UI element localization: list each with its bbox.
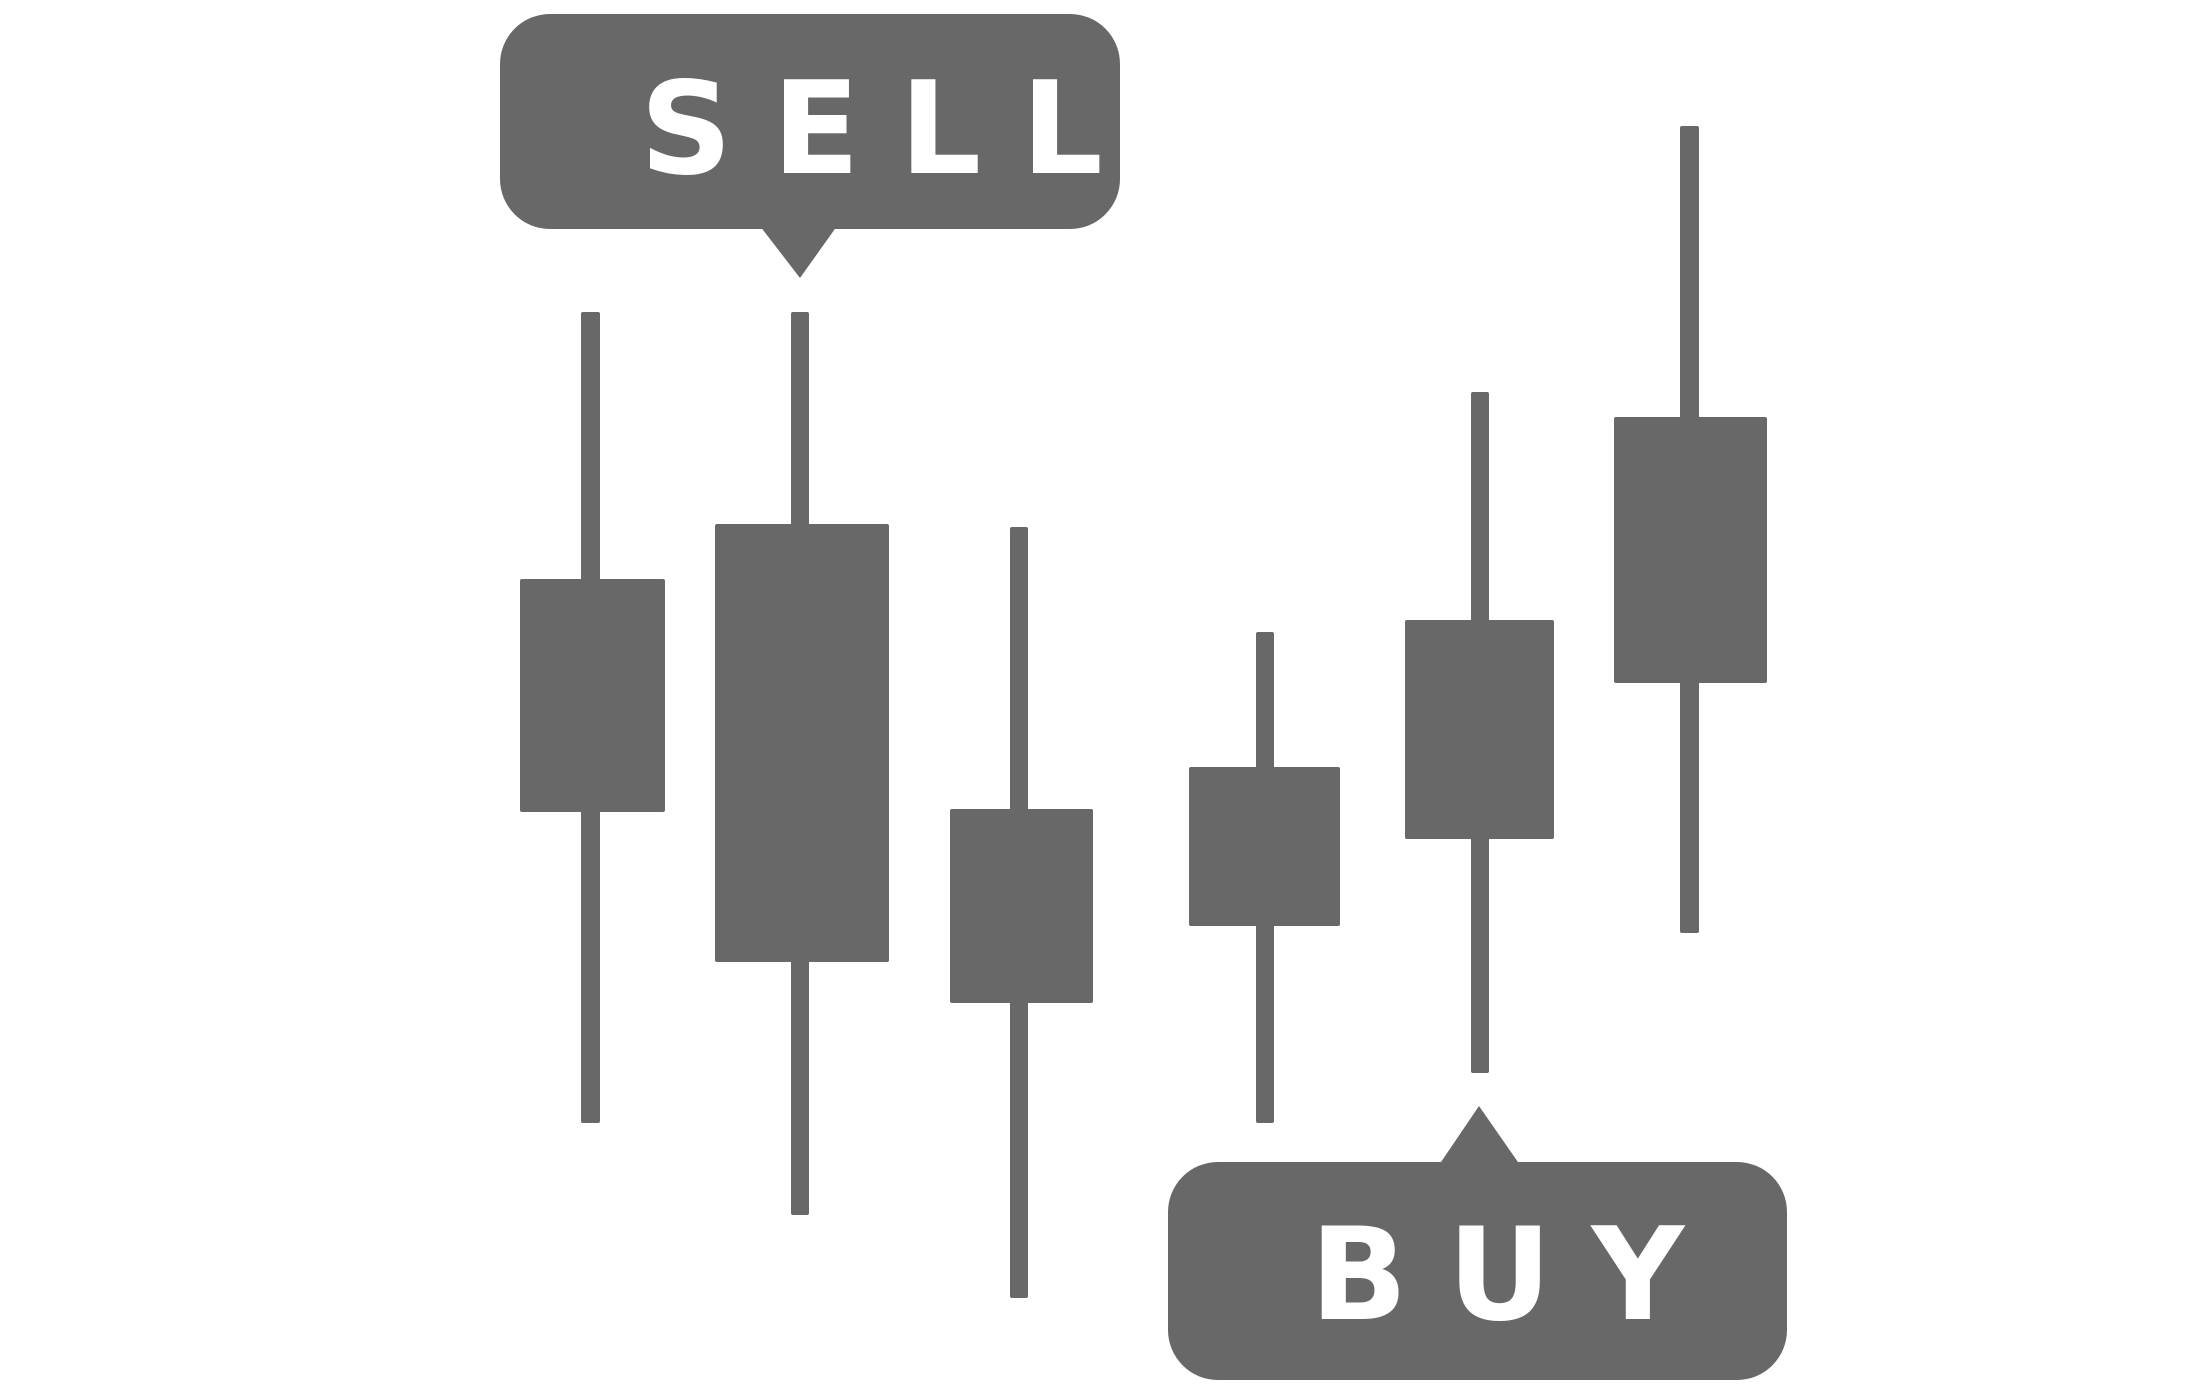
candle-4-body <box>1189 767 1340 926</box>
buy-label: BUY <box>1310 1201 1725 1350</box>
candle-2-body <box>715 524 889 962</box>
candle-5-body <box>1405 620 1554 839</box>
candle-3-body <box>950 809 1093 1003</box>
sell-label: SELL <box>640 55 1143 204</box>
candle-1-body <box>520 579 665 812</box>
buy-bubble <box>1168 1162 1787 1380</box>
candle-6-body <box>1614 417 1767 683</box>
sell-bubble <box>500 14 1120 229</box>
